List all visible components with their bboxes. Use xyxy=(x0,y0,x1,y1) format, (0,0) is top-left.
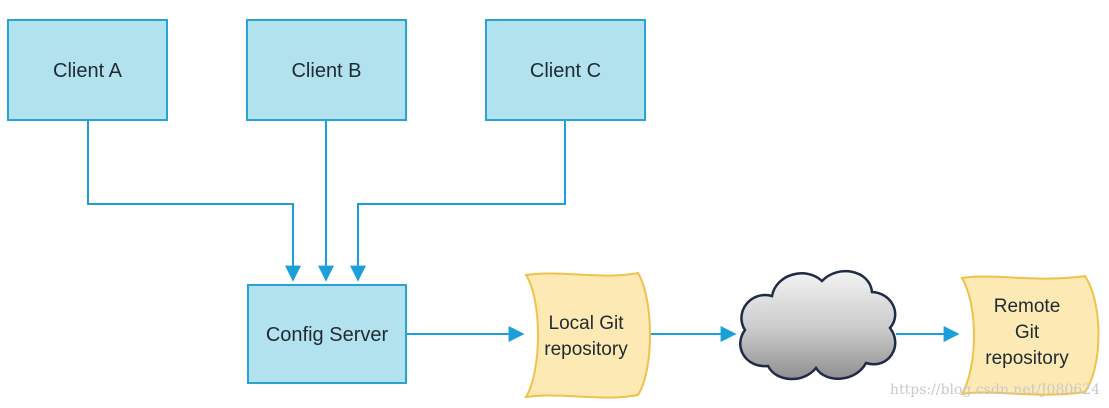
remote-repo-label-line1: Remote xyxy=(994,296,1061,317)
remote-repo-label-line2: Git xyxy=(1015,322,1040,343)
connector-client-c xyxy=(350,121,566,282)
config-server-box: Config Server xyxy=(247,284,407,384)
local-repo-label-line1: Local Git xyxy=(549,313,625,334)
client-c-label: Client C xyxy=(530,60,601,82)
cloud-icon xyxy=(739,270,897,381)
client-b-box: Client B xyxy=(246,19,407,121)
connector-client-a xyxy=(87,121,301,282)
client-connectors xyxy=(87,121,566,282)
client-b-label: Client B xyxy=(291,60,361,82)
local-git-repository: Local Git repository xyxy=(524,271,651,399)
client-a-label: Client A xyxy=(53,60,123,82)
watermark-text: https://blog.csdn.net/J080624 xyxy=(890,382,1100,398)
config-server-label: Config Server xyxy=(266,324,389,346)
remote-git-repository: Remote Git repository xyxy=(960,274,1100,396)
remote-repo-label-line3: repository xyxy=(985,348,1069,369)
local-repo-label-line2: repository xyxy=(544,339,628,360)
client-a-box: Client A xyxy=(7,19,168,121)
client-c-box: Client C xyxy=(485,19,646,121)
